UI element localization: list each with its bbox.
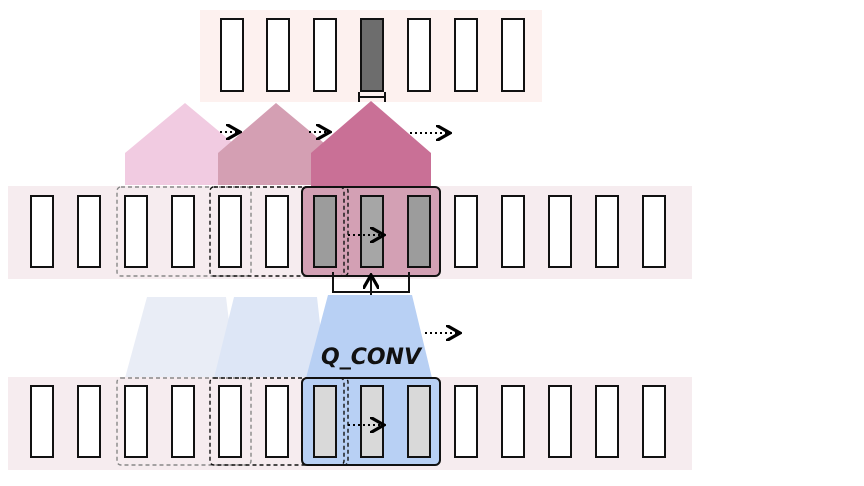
bottom-cell-active [360,385,384,458]
bottom-cell [30,385,54,458]
middle-cell-active [407,195,431,268]
top-cell [501,18,525,92]
bottom-prev-window-2 [209,377,345,466]
bottom-cell [124,385,148,458]
bottom-cell [595,385,619,458]
middle-prev-window-2 [209,186,345,277]
bottom-cell [454,385,478,458]
middle-cell [595,195,619,268]
middle-cell [30,195,54,268]
top-cell [266,18,290,92]
top-cell [454,18,478,92]
top-cell [220,18,244,92]
middle-cell [548,195,572,268]
middle-cell [171,195,195,268]
top-cell-output-highlighted [360,18,384,92]
middle-cell [218,195,242,268]
top-cell [407,18,431,92]
conv-trapezoid-light [125,297,236,378]
bottom-overlap-window [301,377,349,466]
bottom-prev-window-1 [116,377,252,466]
bottom-cell [218,385,242,458]
top-cell [313,18,337,92]
bottom-cell [265,385,289,458]
middle-overlap-window [301,186,349,277]
bottom-cell [171,385,195,458]
middle-cell [642,195,666,268]
middle-cell [77,195,101,268]
middle-cell [454,195,478,268]
kernel-house-dark [311,101,431,187]
conv-trapezoid-dark [306,295,432,378]
bottom-cell [642,385,666,458]
bottom-cell-active [313,385,337,458]
output-bracket [358,92,386,102]
conv-label: Q_CONV [321,345,423,370]
kernel-house-light [125,103,245,185]
kernel-house-mid [218,103,336,185]
bottom-cell [548,385,572,458]
middle-cell [501,195,525,268]
middle-cell-active [313,195,337,268]
conv-trapezoid-mid [214,297,326,378]
kernel-connector [332,272,410,296]
middle-cell-active [360,195,384,268]
bottom-cell [77,385,101,458]
bottom-cell-active [407,385,431,458]
middle-prev-window-1 [116,186,252,277]
bottom-cell [501,385,525,458]
middle-cell [124,195,148,268]
middle-cell [265,195,289,268]
